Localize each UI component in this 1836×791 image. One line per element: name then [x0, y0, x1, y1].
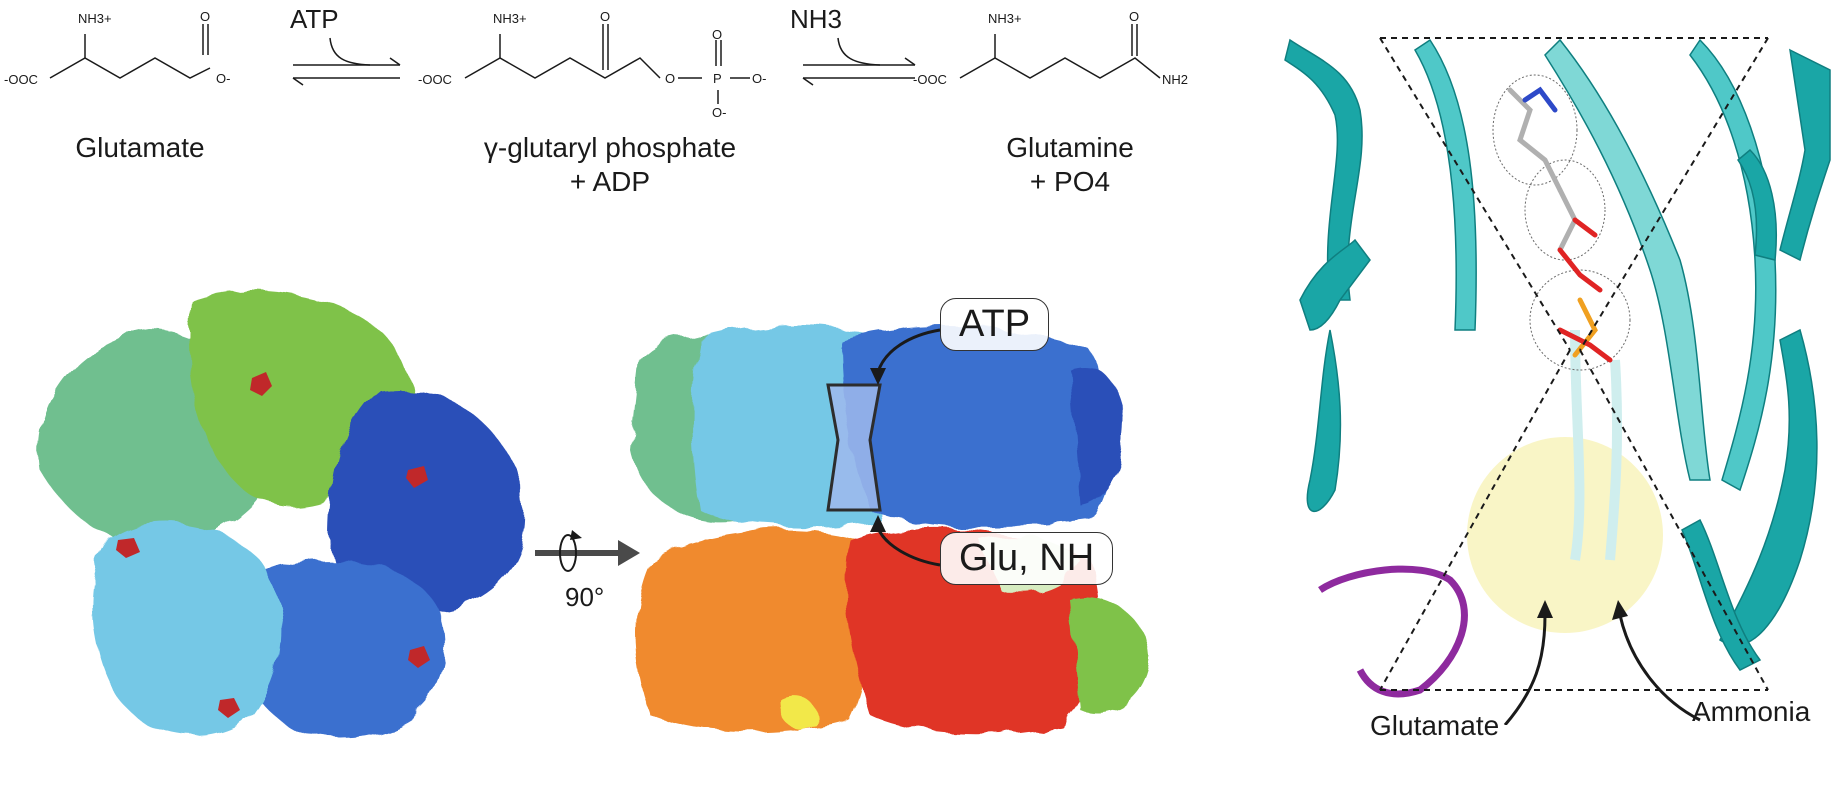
glutamate-carboxylate-o: O- [216, 71, 231, 86]
side-subunit-orange [635, 529, 871, 733]
side-subunit-yellow [780, 696, 816, 730]
side-subunit-blue-dark [1070, 367, 1125, 505]
glutamine-coproduct: + PO4 [1029, 166, 1111, 197]
intermediate-carboxylate: -OOC [418, 72, 452, 87]
rotation-label: 90° [565, 582, 605, 612]
glutamine-amide: NH2 [1162, 72, 1189, 87]
ligand-sites [116, 372, 430, 718]
purple-loop [1318, 565, 1468, 698]
intermediate-name: γ-glutaryl phosphate [483, 132, 737, 163]
intermediate-ammonium: NH3+ [493, 11, 527, 26]
glutamine-name: Glutamine [1006, 132, 1134, 163]
glu-nh-callout: Glu, NH [940, 532, 1114, 585]
glutamate-name: Glutamate [75, 132, 205, 163]
phosphate-o-minus-right: O- [752, 71, 767, 86]
glutamate-carboxylate: -OOC [4, 72, 38, 87]
rotation-arrow [535, 530, 640, 572]
glutamine-carbonyl-o: O [1129, 9, 1140, 24]
intermediate-bridge-o: O [665, 71, 676, 86]
atp-density-mesh [1492, 74, 1631, 371]
glutamine-carboxylate: -OOC [913, 72, 947, 87]
step2-reagent: NH3 [790, 4, 843, 34]
subunit-blue-dark [330, 388, 526, 612]
phosphoryl-o: O [712, 27, 723, 42]
phosphate-o-minus-bottom: O- [712, 105, 727, 120]
glutamine-ammonium: NH3+ [988, 11, 1022, 26]
atp-ligand-sticks [1507, 86, 1613, 363]
side-subunit-blue [840, 326, 1113, 527]
glutamate-label: Glutamate [1370, 710, 1500, 741]
phosphorus-atom: P [713, 71, 722, 86]
side-subunit-green [1070, 598, 1150, 713]
closeup-label-arrows [1503, 614, 1701, 725]
glutamate-carbonyl-o: O [200, 9, 211, 24]
intermediate-carbonyl-o: O [600, 9, 611, 24]
subunit-blue [236, 559, 447, 738]
atp-callout: ATP [940, 298, 1050, 351]
protein-ribbons [1284, 38, 1831, 671]
substrate-site-highlight [1467, 437, 1663, 633]
intermediate-coproduct: + ADP [569, 166, 651, 197]
step1-reagent: ATP [290, 4, 339, 34]
glutamate-ammonium: NH3+ [78, 11, 112, 26]
ammonia-label: Ammonia [1692, 696, 1811, 727]
central-pore [272, 529, 308, 561]
active-site-hourglass [826, 383, 882, 512]
top-view-complex [38, 290, 526, 738]
subunit-cyan [91, 522, 282, 738]
callout-arrows [876, 328, 941, 567]
hourglass-frame [1379, 37, 1769, 691]
